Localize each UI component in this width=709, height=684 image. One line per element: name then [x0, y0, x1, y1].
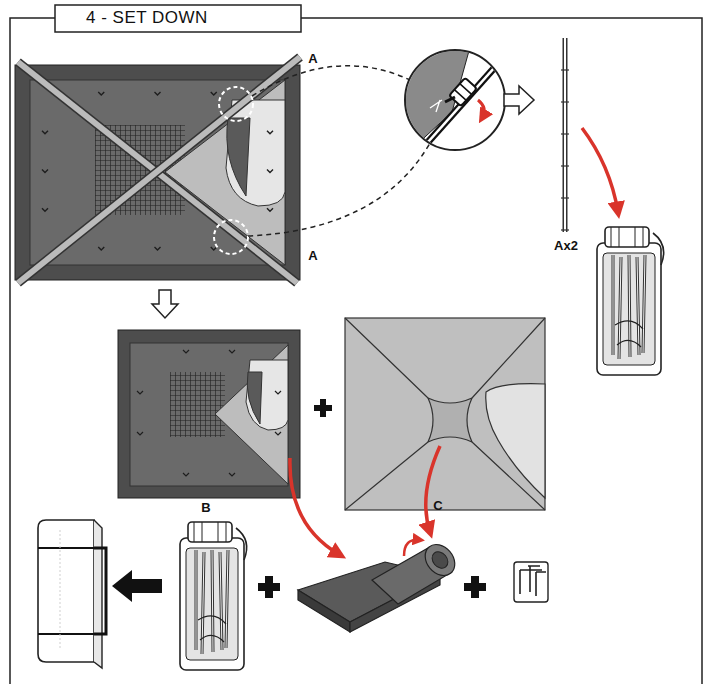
tent-with-poles: [165, 80, 285, 265]
clip-mark: [137, 432, 143, 435]
tent-with-poles: [226, 100, 285, 206]
title-tab: [55, 5, 301, 32]
pole: [561, 70, 569, 230]
carry-bag: [94, 520, 102, 668]
inner-tent: [215, 345, 288, 484]
quantity-label: Ax2: [554, 239, 578, 253]
rolled-tent: [419, 539, 461, 582]
inner-tent: [170, 372, 225, 437]
clip-mark: [98, 247, 104, 250]
pole-label: A: [308, 52, 317, 66]
pole-bag: [180, 522, 247, 670]
clip-mark: [155, 247, 161, 250]
flysheet: [428, 398, 472, 442]
zoom-leader: [248, 143, 430, 236]
zoom-leader: [252, 66, 410, 96]
clip-mark: [42, 170, 48, 173]
red-arrow: [290, 458, 340, 555]
rolled-tent: [429, 549, 451, 572]
clip-mark: [211, 92, 217, 95]
clip-mark: [267, 208, 273, 211]
zoom-detail: [445, 97, 455, 102]
inner-tent: [246, 360, 288, 430]
pack-arrow: [112, 570, 162, 602]
tent-with-poles: [214, 220, 248, 254]
zoom-detail: [449, 78, 477, 107]
zoom-detail: [400, 40, 512, 160]
plus-sign: [320, 399, 326, 417]
zoom-detail: [478, 100, 484, 118]
zoom-detail: [454, 84, 471, 101]
pole: [561, 38, 569, 232]
carry-bag: [38, 548, 94, 634]
tent-with-poles: [18, 57, 300, 283]
plus-sign: [265, 576, 273, 598]
zoom-detail: [400, 40, 512, 160]
peg-bag: [514, 562, 548, 602]
clip-mark: [42, 208, 48, 211]
clip-mark: [183, 350, 189, 353]
zoom-detail: [412, 48, 512, 160]
clip-mark: [98, 92, 104, 95]
clip-mark: [211, 247, 217, 250]
zoom-detail: [430, 100, 442, 112]
clip-mark: [267, 131, 273, 134]
clip-mark: [229, 350, 235, 353]
peg-bag: [514, 562, 548, 602]
clip-mark: [155, 92, 161, 95]
rolled-tent: [298, 539, 461, 632]
pole-label: A: [308, 249, 317, 263]
clip-mark: [275, 432, 281, 435]
step-arrow: [152, 290, 178, 318]
zoom-detail: [449, 78, 477, 107]
red-arrow: [582, 128, 618, 212]
inner-tent: [137, 350, 281, 476]
rolled-tent: [298, 590, 350, 632]
pole-joint: [561, 101, 569, 102]
inner-tent: [118, 330, 300, 498]
pole-bag: [597, 227, 664, 375]
rolled-tent: [372, 548, 452, 604]
flysheet: [345, 318, 545, 510]
inner-tent: [118, 330, 300, 498]
carry-bag: [94, 548, 106, 634]
frame: [10, 18, 702, 684]
flysheet: [345, 318, 545, 510]
part-label: B: [201, 501, 210, 515]
pole-joint: [561, 229, 569, 230]
pole: [564, 38, 566, 232]
plus-sign: [471, 576, 479, 598]
tent-with-poles: [227, 118, 250, 196]
carry-bag: [60, 530, 61, 650]
carry-bag: [38, 520, 106, 668]
clip-mark: [267, 170, 273, 173]
clip-mark: [183, 473, 189, 476]
carry-bag: [38, 520, 94, 662]
flysheet: [486, 384, 545, 498]
step-title: 4 - SET DOWN: [86, 9, 208, 28]
clip-mark: [275, 391, 281, 394]
pole-joint: [561, 133, 569, 134]
flysheet: [345, 318, 545, 510]
pole-joint: [561, 69, 569, 70]
pole-joint: [561, 197, 569, 198]
step-arrow: [504, 86, 534, 114]
pole: [563, 38, 568, 232]
inner-tent: [247, 372, 262, 424]
part-label: C: [433, 499, 442, 513]
clip-mark: [229, 473, 235, 476]
red-arrow: [426, 446, 440, 532]
tent-with-poles: [18, 57, 300, 283]
tent-with-poles: [219, 87, 253, 121]
zoom-detail: [412, 48, 512, 160]
clip-mark: [42, 131, 48, 134]
zoom-detail: [405, 50, 505, 150]
pole-joint: [561, 165, 569, 166]
inner-tent: [130, 343, 288, 486]
clip-mark: [137, 391, 143, 394]
peg-bag: [520, 566, 546, 596]
tent-with-poles: [15, 57, 300, 283]
